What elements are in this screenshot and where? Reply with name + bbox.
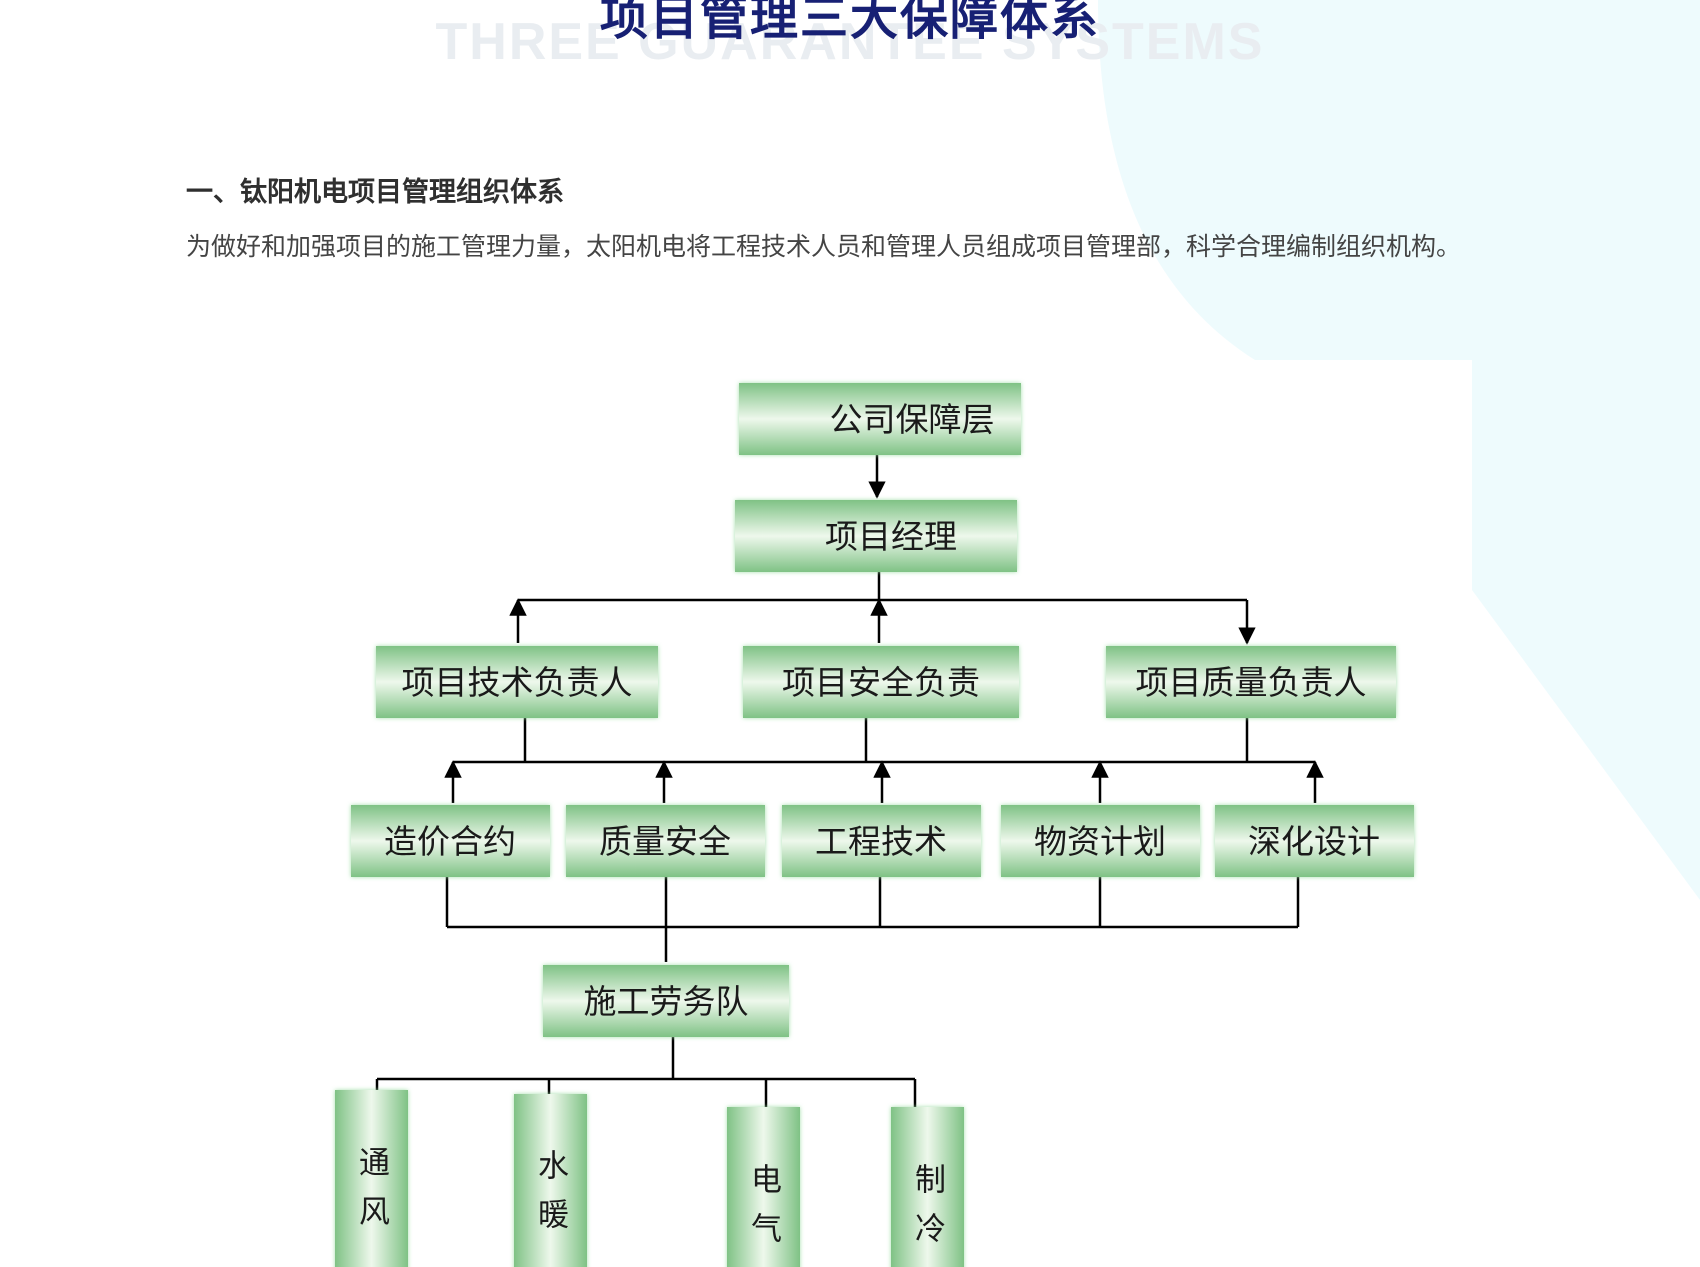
node-materials-plan-label: 物资计划 (1034, 822, 1166, 861)
node-quality-safety-label: 质量安全 (599, 822, 731, 861)
node-plumbing-heating-label: 水暖 (532, 1149, 568, 1247)
node-company-label: 公司保障层 (830, 400, 995, 439)
node-materials-plan: 物资计划 (1001, 805, 1200, 877)
node-quality-lead: 项目质量负责人 (1106, 646, 1396, 718)
node-detail-design: 深化设计 (1215, 805, 1414, 877)
connector-lines (375, 455, 1324, 1107)
node-company: 公司保障层 (739, 383, 1021, 455)
section-intro: 为做好和加强项目的施工管理力量，太阳机电将工程技术人员和管理人员组成项目管理部，… (186, 232, 1462, 261)
node-manager-label: 项目经理 (825, 517, 957, 556)
node-detail-design-label: 深化设计 (1248, 822, 1380, 861)
node-engineering-tech-label: 工程技术 (815, 822, 947, 861)
node-refrigeration-label: 制冷 (909, 1163, 945, 1261)
node-cost-contract: 造价合约 (351, 805, 550, 877)
node-plumbing-heating: 水暖 (514, 1094, 587, 1267)
page-title-watermark: THREE GUARANTEE SYSTEMS (435, 13, 1265, 71)
node-quality-lead-label: 项目质量负责人 (1136, 663, 1367, 702)
node-quality-safety: 质量安全 (566, 805, 765, 877)
node-safety-lead: 项目安全负责 (743, 646, 1019, 718)
page-title: 项目管理三大保障体系 (599, 0, 1100, 46)
background-cyan-shape (1098, 0, 1700, 900)
node-labor-team-label: 施工劳务队 (584, 982, 749, 1021)
node-ventilation-label: 通风 (353, 1146, 389, 1244)
node-tech-lead-label: 项目技术负责人 (402, 663, 633, 702)
node-labor-team: 施工劳务队 (543, 965, 789, 1037)
node-safety-lead-label: 项目安全负责 (782, 663, 980, 702)
node-cost-contract-label: 造价合约 (384, 822, 516, 861)
node-tech-lead: 项目技术负责人 (376, 646, 658, 718)
node-refrigeration: 制冷 (891, 1107, 964, 1267)
node-ventilation: 通风 (335, 1090, 408, 1267)
node-electrical: 电气 (727, 1107, 800, 1267)
node-electrical-label: 电气 (745, 1163, 782, 1261)
node-manager: 项目经理 (735, 500, 1017, 572)
section-heading: 一、钛阳机电项目管理组织体系 (186, 177, 564, 208)
node-engineering-tech: 工程技术 (782, 805, 981, 877)
